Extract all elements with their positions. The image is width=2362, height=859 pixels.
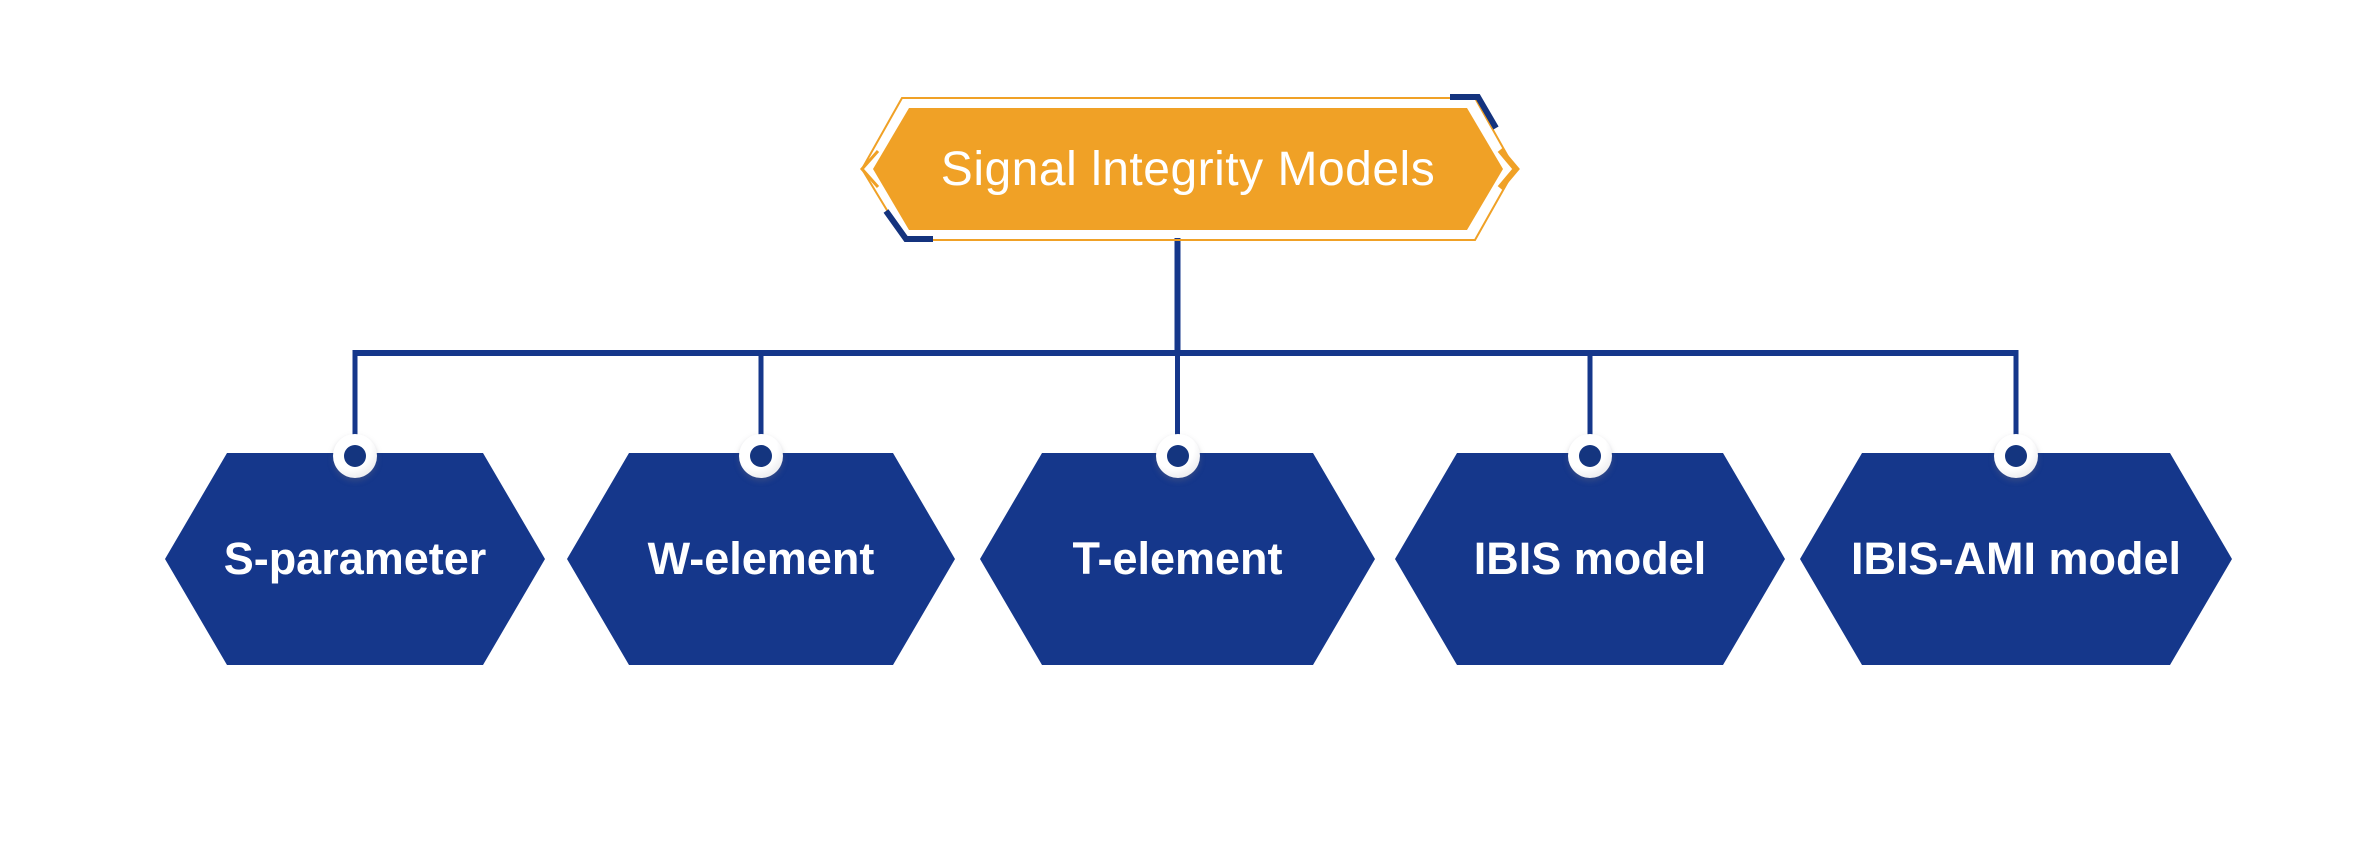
node-label: IBIS-AMI model (1850, 533, 2181, 584)
pin-dot-icon (1579, 445, 1601, 467)
connector-pin-icon (1994, 434, 2038, 478)
node-label: W-element (647, 533, 875, 584)
node-t-element: T-element (980, 453, 1375, 665)
node-label: S-parameter (223, 533, 487, 584)
pin-dot-icon (2005, 445, 2027, 467)
node-ibis-ami-model: IBIS-AMI model (1800, 453, 2232, 665)
connector-pin-icon (1568, 434, 1612, 478)
connector-pin-icon (1156, 434, 1200, 478)
connector-pin-icon (739, 434, 783, 478)
node-label: T-element (1072, 533, 1283, 584)
root-node-label: Signal lntegrity Models (940, 142, 1436, 196)
banner-bracket-bottom-left-icon (883, 209, 933, 242)
banner-left-chevron-icon (859, 150, 880, 188)
node-label: IBIS model (1473, 533, 1707, 584)
banner-bracket-top-right-icon (1450, 94, 1499, 130)
pin-dot-icon (1167, 445, 1189, 467)
pin-dot-icon (750, 445, 772, 467)
banner-right-chevron-icon (1497, 148, 1520, 190)
connector-pin-icon (333, 434, 377, 478)
node-ibis-model: IBIS model (1395, 453, 1785, 665)
pin-dot-icon (344, 445, 366, 467)
root-node-banner: Signal lntegrity Models (873, 108, 1503, 230)
node-w-element: W-element (567, 453, 955, 665)
node-s-parameter: S-parameter (165, 453, 545, 665)
